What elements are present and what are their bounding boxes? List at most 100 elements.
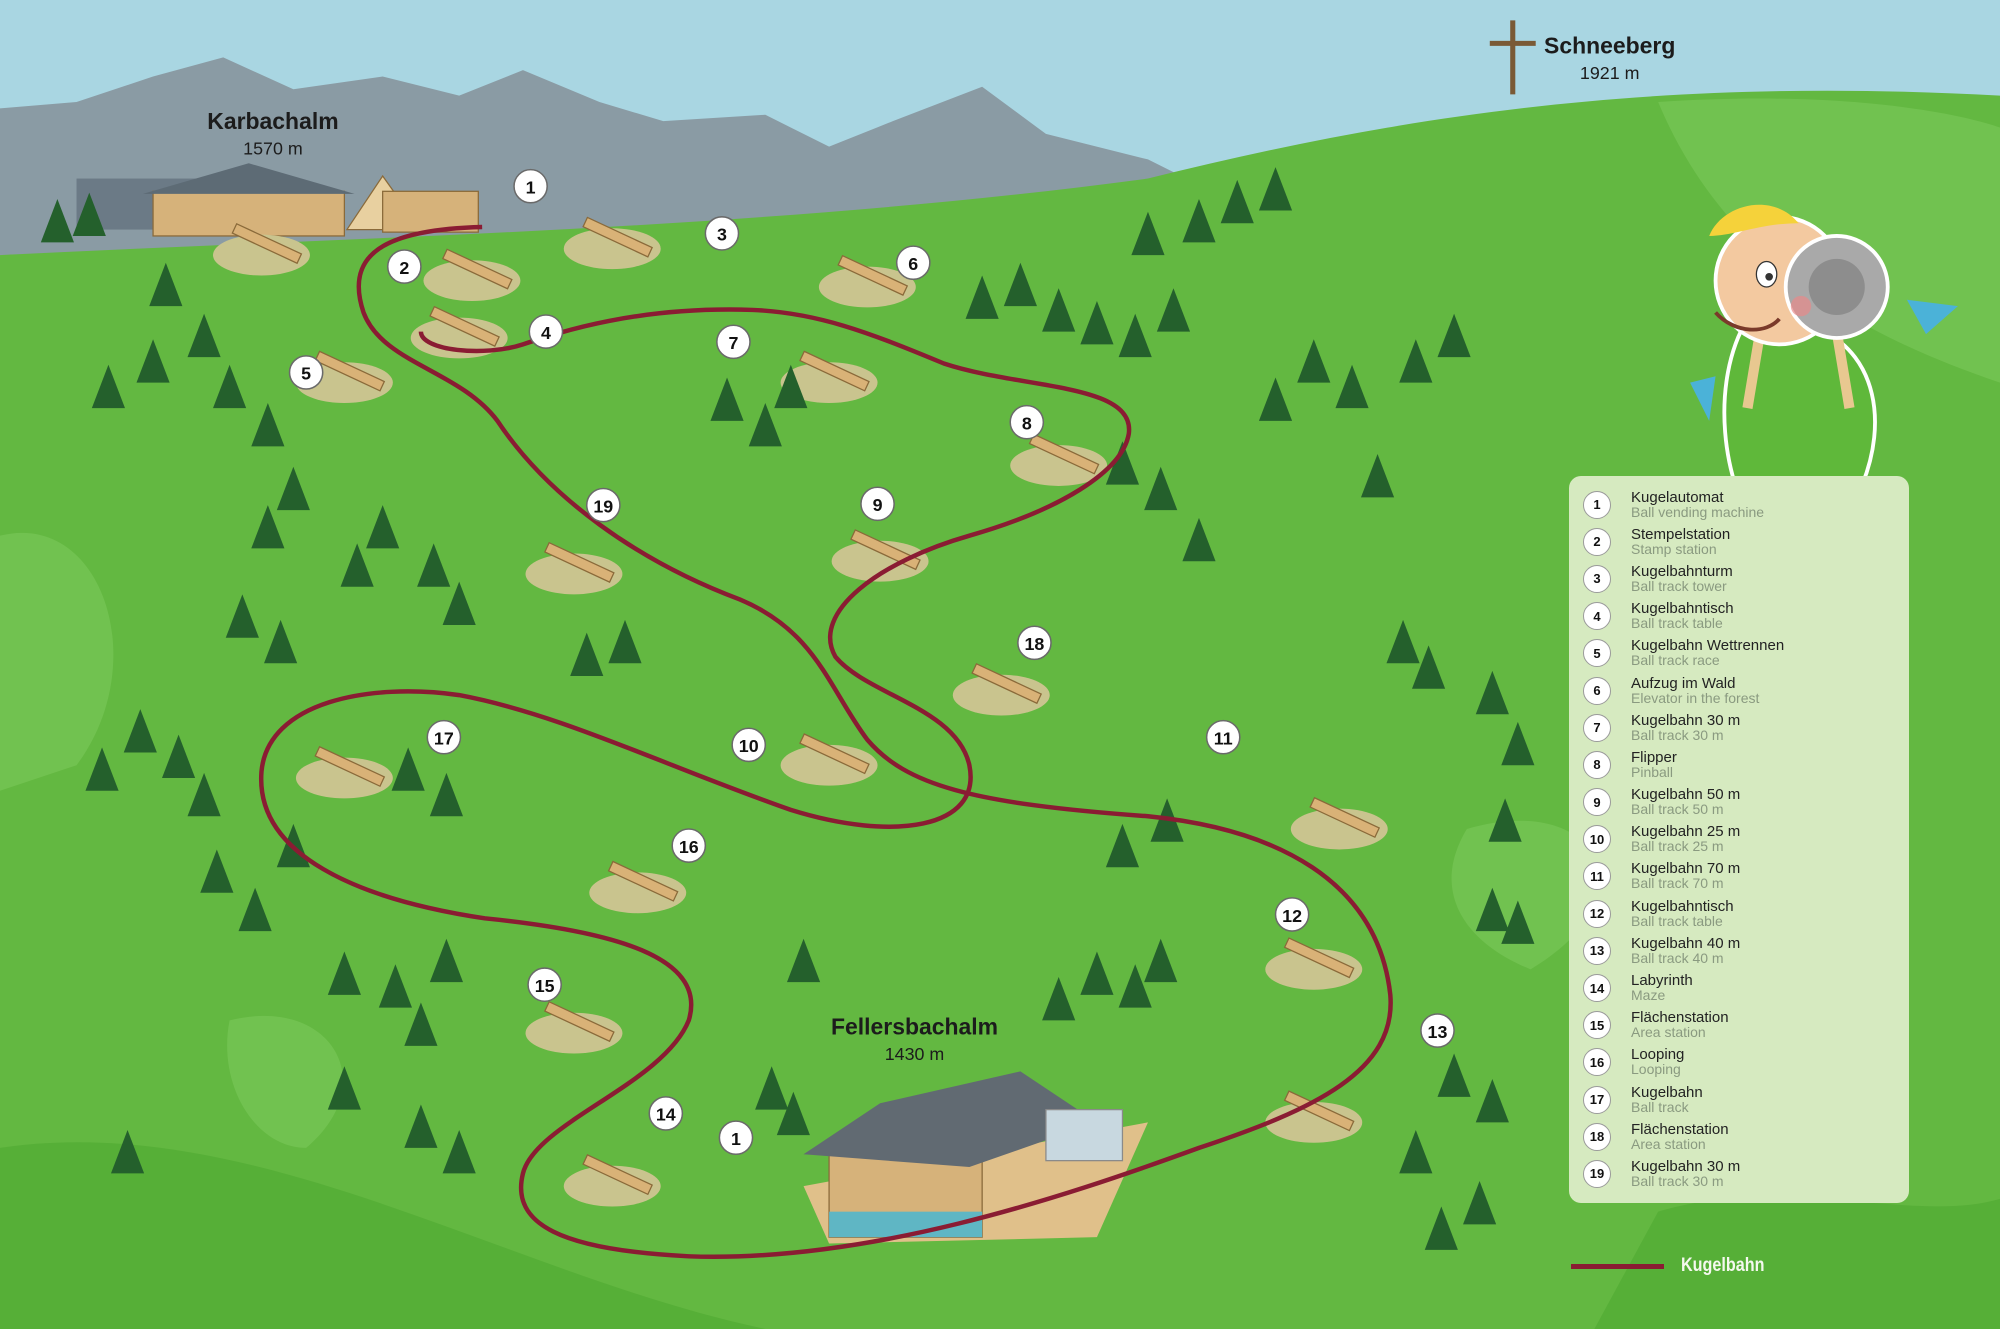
legend-label-de: Labyrinth [1631, 972, 1693, 990]
legend-number-badge: 7 [1583, 713, 1611, 742]
tree-icon [442, 581, 476, 625]
station-marker[interactable]: 5 [288, 355, 324, 390]
legend-label-en: Ball vending machine [1631, 503, 1765, 520]
marker-badge [1420, 1013, 1455, 1048]
legend-item: 13 Kugelbahn 40 m Ball track 40 m [1583, 932, 1909, 969]
legend-item: 12 Kugelbahntisch Ball track table [1583, 895, 1909, 932]
legend-item: 2 Stempelstation Stamp station [1583, 523, 1909, 560]
tree-icon [1182, 517, 1216, 562]
legend-number-badge: 8 [1583, 750, 1611, 779]
marker-number: 7 [728, 333, 738, 353]
tree-icon [608, 619, 642, 664]
marker-badge [288, 355, 324, 390]
karbachalm-hut [76, 163, 479, 237]
tree-icon [149, 262, 183, 307]
station-marker[interactable]: 1 [718, 1120, 754, 1156]
station-marker[interactable]: 14 [648, 1096, 684, 1131]
tree-icon [1501, 721, 1535, 766]
tree-icon [965, 275, 999, 319]
station-marker[interactable]: 6 [895, 245, 931, 281]
tree-icon [1501, 900, 1535, 944]
station-marker[interactable]: 2 [386, 249, 422, 284]
tree-icon [1399, 1130, 1433, 1174]
place-labels: Schneeberg 1921 m Karbachalm 1570 m Fell… [207, 33, 1675, 1064]
legend-number-badge: 12 [1583, 899, 1611, 928]
station-marker[interactable]: 15 [527, 967, 562, 1002]
legend-label-de: Kugelbahntisch [1631, 897, 1734, 915]
legend-label-de: Looping [1631, 1046, 1685, 1064]
tree-icon [1437, 1053, 1471, 1097]
tree-icon [1105, 441, 1140, 485]
marker-number: 16 [679, 837, 699, 857]
tree-icon [251, 505, 285, 549]
wooden-track-icon [1309, 796, 1381, 839]
legend-number-badge: 6 [1583, 676, 1611, 705]
legend-item: 19 Kugelbahn 30 m Ball track 30 m [1583, 1155, 1909, 1192]
legend-label-de: Kugelbahn 40 m [1631, 934, 1741, 952]
legend-label-en: Elevator in the forest [1631, 689, 1760, 706]
tree-icon [340, 543, 374, 587]
station-marker[interactable]: 9 [860, 486, 895, 522]
station-marker[interactable]: 19 [585, 487, 621, 523]
legend-label-en: Pinball [1631, 763, 1674, 780]
wooden-track-icon [582, 216, 654, 258]
station-marker[interactable]: 16 [671, 828, 707, 863]
station-marker[interactable]: 13 [1420, 1013, 1455, 1048]
station-marker[interactable]: 12 [1274, 897, 1310, 932]
marker-badge [718, 1120, 754, 1156]
legend-item: 1 Kugelautomat Ball vending machine [1583, 486, 1909, 523]
legend-label-de: Flächenstation [1631, 1120, 1729, 1138]
tree-icon [748, 403, 782, 447]
legend-number-badge: 17 [1583, 1085, 1611, 1114]
tree-icon [1105, 823, 1140, 868]
station-marker[interactable]: 10 [731, 727, 767, 763]
tree-icon [1258, 167, 1293, 211]
marker-badge [1274, 897, 1310, 932]
station-marker[interactable]: 4 [528, 314, 564, 349]
karbachalm-elevation: 1570 m [243, 138, 303, 158]
hill-light-patches [0, 98, 2000, 1148]
tree-icon [161, 734, 196, 779]
legend-item: 9 Kugelbahn 50 m Ball track 50 m [1583, 784, 1909, 821]
tree-icon [1220, 179, 1254, 224]
marker-badge [1205, 719, 1241, 755]
legend-item: 3 Kugelbahnturm Ball track tower [1583, 560, 1909, 597]
legend-item: 5 Kugelbahn Wettrennen Ball track race [1583, 635, 1909, 672]
station-marker[interactable]: 3 [704, 216, 740, 251]
marker-number: 10 [739, 736, 759, 756]
legend-number-badge: 3 [1583, 564, 1611, 593]
station-pad [780, 362, 878, 404]
station-pad [563, 1165, 661, 1207]
legend-number-badge: 5 [1583, 639, 1611, 668]
legend-label-de: Aufzug im Wald [1631, 674, 1736, 692]
marker-number: 14 [656, 1105, 676, 1125]
station-marker[interactable]: 1 [513, 168, 548, 204]
tree-icon [264, 619, 298, 664]
legend-item: 7 Kugelbahn 30 m Ball track 30 m [1583, 709, 1909, 746]
station-marker[interactable]: 8 [1009, 404, 1045, 440]
station-pad [952, 674, 1050, 716]
legend-number-badge: 15 [1583, 1011, 1611, 1040]
wooden-track-icon [1283, 937, 1355, 979]
legend-label-de: Kugelbahntisch [1631, 600, 1734, 618]
tree-icon [429, 938, 464, 983]
legend-label-en: Maze [1631, 987, 1666, 1004]
station-marker[interactable]: 7 [716, 324, 751, 360]
marker-badge [648, 1096, 684, 1131]
forest [40, 167, 1535, 1250]
legend-number-badge: 1 [1583, 490, 1611, 519]
tree-icon [251, 403, 285, 447]
tree-icon [1144, 938, 1178, 983]
wooden-track-icon [582, 1154, 654, 1196]
legend-label-en: Area station [1631, 1135, 1706, 1152]
station-marker[interactable]: 17 [426, 719, 462, 755]
marker-number: 1 [526, 177, 536, 197]
station-pad [1290, 808, 1388, 850]
station-pad [818, 266, 916, 308]
station-marker[interactable]: 18 [1017, 625, 1052, 661]
wooden-track-icon [799, 733, 870, 775]
tree-icon [1437, 313, 1471, 358]
station-marker[interactable]: 11 [1205, 719, 1241, 755]
